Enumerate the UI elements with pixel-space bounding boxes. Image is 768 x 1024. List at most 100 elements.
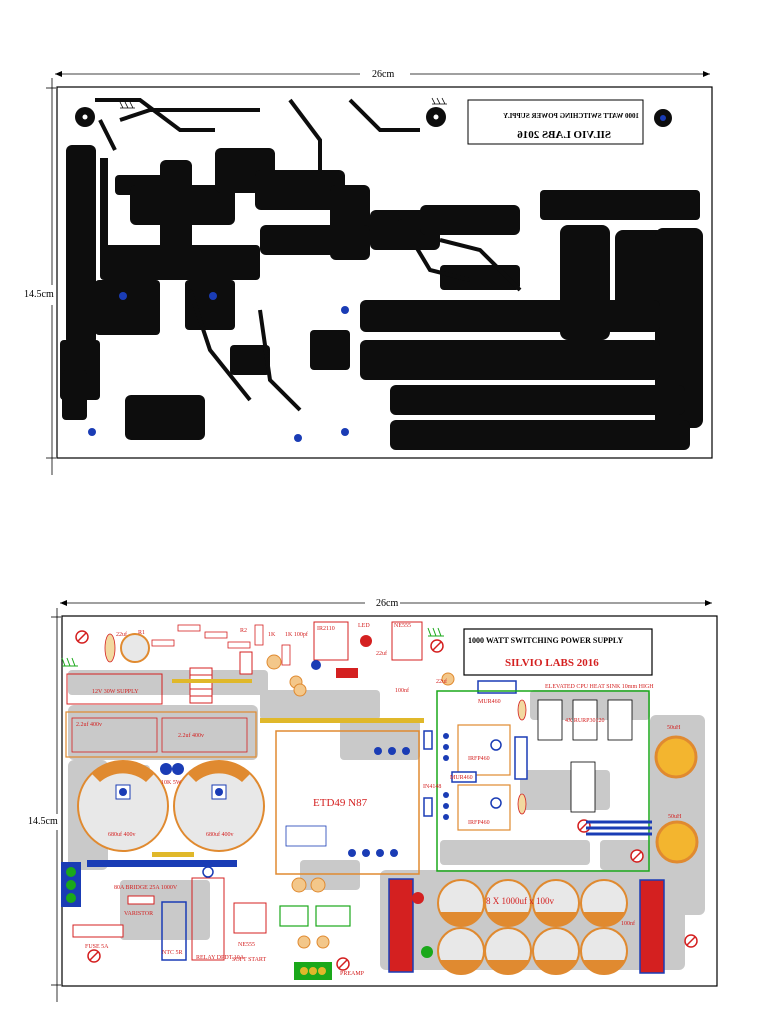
caps-bank-label: 8 X 1000uf x 100v <box>486 896 554 906</box>
small-caps <box>266 654 307 697</box>
led: LED <box>358 623 372 647</box>
caps-film-block: 2.2uf 400v 2.2uf 400v <box>65 711 257 758</box>
irfp460-b-label: IRFP460 <box>468 820 490 826</box>
cap-axial-c <box>517 793 527 815</box>
top-width-dimension: 26cm <box>55 69 710 80</box>
traces <box>95 98 522 412</box>
fuse: FUSE 5A <box>72 924 124 950</box>
mur460-top-body <box>477 680 517 694</box>
ind-a-label: 50uH <box>667 725 681 731</box>
r1k-label: 1K <box>268 632 276 638</box>
cap-680uf-b-label: 680uf 400v <box>206 831 234 838</box>
diode-b <box>423 797 433 817</box>
ind-b-label: 50uH <box>668 814 682 820</box>
driver-caps <box>285 825 327 847</box>
mur460-b-label: MUR460 <box>450 775 473 781</box>
in4148-label: IN4148 <box>423 784 441 790</box>
resistor-vertical <box>514 736 528 780</box>
heatsink-label: ELEVATED CPU HEAT SINK 10mm HIGH <box>545 684 654 690</box>
ntc-label: NTC 5R <box>162 950 183 956</box>
transformer-label: ETD49 N87 <box>313 797 368 809</box>
cap-22uf-a-label: 22uf <box>116 631 127 638</box>
bottom-brand: SILVIO LABS 2016 <box>505 657 599 669</box>
output-bus <box>586 820 652 836</box>
output-diodes: 4X RURP30120 <box>537 699 633 813</box>
rectifier-small <box>336 668 358 678</box>
vias <box>75 107 672 442</box>
resistors-top <box>151 624 291 666</box>
caps-22uf-400v-b-label: 2.2uf 400v <box>178 732 204 739</box>
r1k-100-label: 1K 100pf <box>285 631 308 638</box>
caps-22uf-400v-a-label: 2.2uf 400v <box>76 721 102 728</box>
bottom-height-dimension: 14.5cm <box>28 608 61 1002</box>
cap-22uf-c-label: 22uf <box>436 678 447 685</box>
fuse-label: FUSE 5A <box>85 944 109 950</box>
bottom-title-block: 1000 WATT SWITCHING POWER SUPPLY SILVIO … <box>463 628 653 676</box>
top-height-dimension: 14.5cm <box>24 78 56 475</box>
top-title-block: 1000 WATT SWITCHING POWER SUPPLY SILVIO … <box>467 99 644 145</box>
inductor-b: 50uH <box>655 814 699 864</box>
rk-label: 10K 5W <box>161 780 182 786</box>
cap-680uf-a-label: 680uf 400v <box>108 831 136 838</box>
top-brand-mirrored: SILVIO LABS 2016 <box>517 129 611 141</box>
heatsink-outline <box>436 690 650 872</box>
ne555-top: NE555 <box>391 621 423 661</box>
soft-start-label: SOFT START <box>232 957 267 963</box>
relay: RELAY DPDT 10A <box>191 866 245 961</box>
top-title-mirrored: 1000 WATT SWITCHING POWER SUPPLY <box>503 112 639 120</box>
preamp-section: PREAMP <box>279 877 365 980</box>
cap-axial-a <box>104 633 116 663</box>
bus-bar-supply <box>172 679 252 683</box>
r1-label: R1 <box>138 630 145 636</box>
bridge-rectifier: 80A BRIDGE 25A 1000V <box>87 860 237 891</box>
ground-symbols <box>119 97 447 109</box>
bus-bar-top <box>260 718 424 723</box>
cap-100nf-label: 100nf <box>395 687 409 694</box>
resistor-10k-5w: 10K 5W <box>160 763 184 786</box>
irfp460-a-label: IRFP460 <box>468 756 490 762</box>
diodes-label: 4X RURP30120 <box>565 718 605 724</box>
ne555-bottom-label: NE555 <box>238 942 255 948</box>
bridge-label: 80A BRIDGE 25A 1000V <box>114 885 178 891</box>
varistor-label: VARISTOR <box>124 911 153 917</box>
inductor-a: 50uH <box>654 725 698 779</box>
cap-22uf-a: 22uf <box>116 631 150 663</box>
cap-680uf-b: 680uf 400v <box>173 760 265 852</box>
bottom-title: 1000 WATT SWITCHING POWER SUPPLY <box>468 636 624 645</box>
preamp-label: PREAMP <box>340 971 365 977</box>
supply-12v-label: 12V 30W SUPPLY <box>92 689 139 695</box>
cap-axial-b <box>517 699 527 721</box>
mur460-b-body <box>451 771 477 783</box>
mounting-screws <box>75 630 698 971</box>
ir-transformer <box>189 667 213 704</box>
mur460-label: MUR460 <box>478 699 501 705</box>
bus-bar-caps <box>152 852 194 857</box>
trimpot <box>311 660 321 670</box>
top-width-label: 26cm <box>372 69 394 80</box>
irfp460-a: IRFP460 <box>443 724 511 776</box>
diode-a <box>423 730 433 750</box>
output-cap-bank: 8 X 1000uf x 100v 100nf <box>388 878 665 975</box>
transformer-etd49: ETD49 N87 <box>275 730 420 875</box>
ir2110-ic: IR2110 <box>313 621 349 661</box>
cap-680uf-a: 680uf 400v <box>77 760 169 852</box>
transformer-pins <box>348 747 410 857</box>
copper-pours <box>60 145 703 450</box>
ic-small <box>239 651 253 675</box>
cap-100nf-out-label: 100nf <box>621 920 635 927</box>
top-board: 26cm 14.5cm <box>24 69 713 475</box>
ground-symbols-green <box>61 627 444 667</box>
ir2110-label: IR2110 <box>317 626 335 632</box>
relay-label: RELAY DPDT 10A <box>196 955 245 961</box>
r2-label: R2 <box>240 628 247 634</box>
ne555-bottom: NE555 SOFT START <box>232 902 267 963</box>
top-height-label: 14.5cm <box>24 289 54 300</box>
bottom-height-label: 14.5cm <box>28 816 58 827</box>
ntc: NTC 5R <box>161 901 187 961</box>
ne555-top-label: NE555 <box>394 623 411 629</box>
bottom-board: 26cm 14.5cm <box>28 598 718 1002</box>
cap-22uf-c: 22uf <box>436 672 455 686</box>
mains-terminal <box>61 862 81 907</box>
supply-12v-module: 12V 30W SUPPLY <box>66 673 163 705</box>
